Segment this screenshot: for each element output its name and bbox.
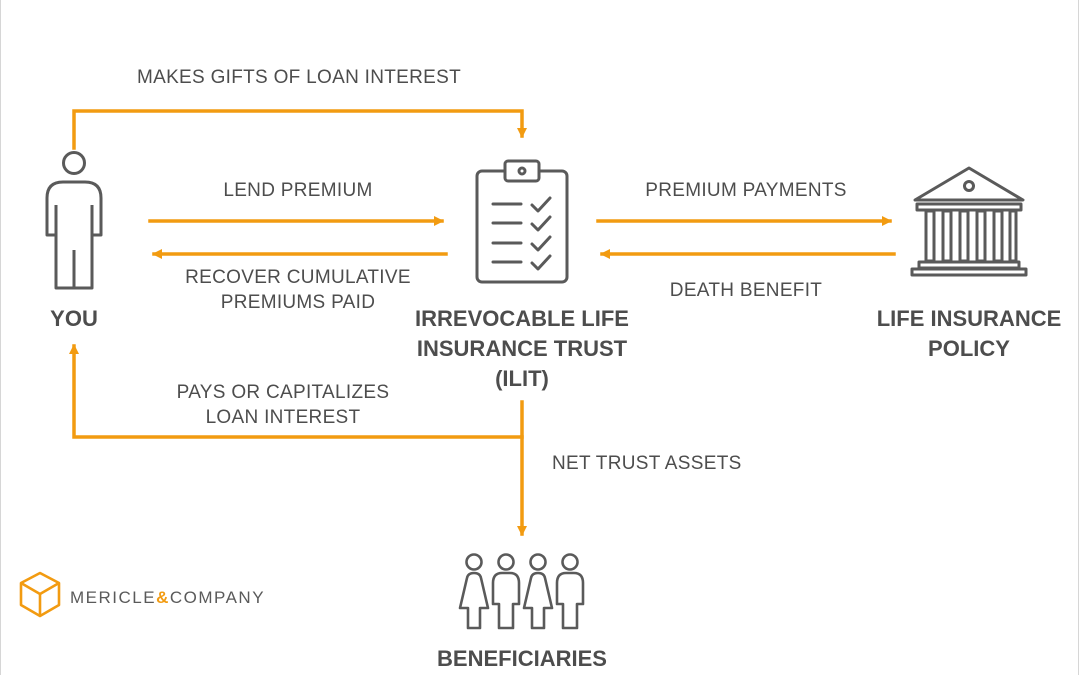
ilit-label-line3: (ILIT) (495, 366, 549, 391)
gifts-arrow (72, 109, 527, 150)
ilit-label-line1: IRREVOCABLE LIFE (415, 306, 629, 331)
premium-payments-label: PREMIUM PAYMENTS (645, 180, 847, 201)
bank-building-icon (910, 166, 1028, 277)
pays-interest-arrow (69, 344, 524, 439)
pays-interest-label-line1: PAYS OR CAPITALIZES (177, 382, 390, 403)
pays-interest-label-line2: LOAN INTEREST (206, 407, 361, 428)
clipboard-checklist-icon (475, 159, 569, 284)
policy-label-line2: POLICY (928, 336, 1010, 361)
cube-logo-icon (19, 571, 61, 618)
gifts-label: MAKES GIFTS OF LOAN INTEREST (137, 67, 461, 88)
company-logo-text: MERICLE&COMPANY (70, 588, 265, 607)
beneficiaries-label: BENEFICIARIES (437, 646, 607, 671)
you-label: YOU (50, 306, 98, 331)
lend-premium-label: LEND PREMIUM (223, 180, 372, 201)
logo-name-left: MERICLE (70, 588, 156, 607)
logo-ampersand: & (156, 588, 170, 607)
person-icon (45, 151, 103, 290)
group-of-people-icon (458, 553, 585, 630)
ilit-label-line2: INSURANCE TRUST (417, 336, 628, 361)
net-trust-assets-label: NET TRUST ASSETS (552, 453, 742, 474)
logo-name-right: COMPANY (170, 588, 265, 607)
policy-label-line1: LIFE INSURANCE (877, 306, 1062, 331)
death-benefit-label: DEATH BENEFIT (670, 280, 822, 301)
recover-label-line2: PREMIUMS PAID (221, 292, 376, 313)
recover-label-line1: RECOVER CUMULATIVE (185, 267, 411, 288)
